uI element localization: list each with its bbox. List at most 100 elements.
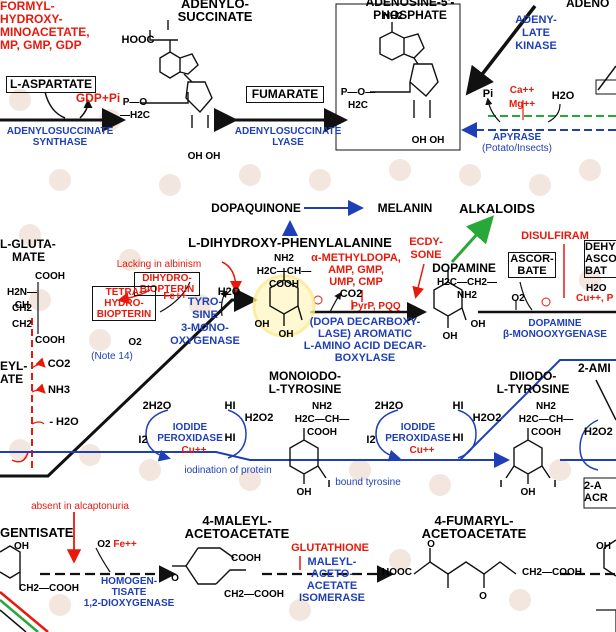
dopamine-chain: H2C—CH2—NH2 <box>436 277 497 301</box>
dehyd-line-2: ASCO <box>585 253 616 265</box>
gdp-pi-label: GDP+Pi <box>75 91 121 105</box>
methyldopa-line-1: α-METHYLDOPA, <box>311 252 401 264</box>
arrow-pi-out <box>485 97 501 123</box>
amp-box <box>335 3 461 151</box>
lyase-line-1: ADENYLOSUCCINATE <box>234 126 342 137</box>
arrow-h2o-in <box>547 103 561 123</box>
tetrahydrobiopterin-box: TETRA- HYDRO- BIOPTERIN <box>92 286 156 321</box>
cycle-peroxidase-1 <box>145 409 171 462</box>
watermark-pattern <box>9 89 601 621</box>
l-glutamate-label: L-GLUTA- MATE <box>0 238 70 264</box>
line-bottom-red <box>0 591 49 632</box>
cycle-peroxidase-2b <box>457 409 477 459</box>
arrow-albinism <box>221 261 242 293</box>
adenylo-oh-label: OH OH <box>186 150 222 163</box>
tyro-line-4: OXYGENASE <box>170 335 240 347</box>
homogen-line-2: TISATE <box>111 587 147 598</box>
glu-cooh-1: COOH <box>35 271 65 282</box>
tyrosine-monooxygenase-label: TYRO- SINE 3-MONO- OXYGENASE <box>170 296 240 348</box>
two-a-box <box>583 477 616 509</box>
homogentisate-dioxygenase-label: HOMOGEN- TISATE 1,2-DIOXYGENASE <box>74 576 184 609</box>
oh-2: OH <box>205 151 221 162</box>
formyl-label: FORMYL- HYDROXY- MINOACETATE, MP, GMP, G… <box>0 0 100 52</box>
amp-p-label: P—O—H2C <box>340 87 376 111</box>
dopamine-oh-1: OH <box>470 319 486 330</box>
fumaryl-o-1: O <box>427 539 435 550</box>
adenylosuccinate-structure <box>140 20 213 128</box>
h2o-top-label: H2O <box>551 90 575 102</box>
i2-2: I2 <box>366 434 376 446</box>
gentisate-title: GENTISATE <box>0 525 74 540</box>
isomerase-label: MALEYL- ACETO- ACETATE ISOMERASE <box>292 556 372 604</box>
inhibit-mark-2 <box>541 297 551 307</box>
fumaryl-line-2: ACETOACETATE <box>421 526 527 541</box>
amp-oh-1: OH <box>411 135 427 146</box>
fumarate-box: FUMARATE <box>246 86 324 103</box>
o2-dopamine: O2 <box>511 293 525 304</box>
diiodo-line-1: DIIODO- <box>509 369 557 383</box>
glu-cooh-2: COOH <box>35 335 65 346</box>
dehyd-line-3: BAT <box>585 265 607 277</box>
dihydro-line-2: BIOPTERIN <box>139 284 195 295</box>
arrow-co2-red <box>31 357 46 369</box>
fumaryl-title: 4-FUMARYL- ACETOACETATE <box>414 514 534 540</box>
ldopa-ring <box>269 268 303 326</box>
cycle-peroxidase-1b <box>227 409 247 459</box>
formyl-line-4: MP, GMP, GDP <box>0 38 82 52</box>
ca-label: Ca++ <box>509 85 535 96</box>
adenylo-p-label: P—O—H2C <box>120 97 151 121</box>
partial-ring-right <box>603 539 616 577</box>
tyro-line-3: 3-MONO- <box>181 322 229 334</box>
fumaryl-o-2: O <box>479 591 487 602</box>
hi-2b: HI <box>452 432 464 444</box>
arrow-o2-fe <box>95 547 111 573</box>
decarboxylase-label: (DOPA DECARBOXY- LASE) AROMATIC L-AMINO … <box>290 316 440 364</box>
eyl-line-2: ATE <box>0 372 24 386</box>
ecdysone-line-1: ECDY- <box>409 236 443 248</box>
diiodo-chain-main: H2C—CH—COOH <box>518 414 574 438</box>
homogen-line-1: HOMOGEN- <box>100 576 158 587</box>
monoiodo-i: I <box>327 479 331 490</box>
homogen-line-3: 1,2-DIOXYGENASE <box>83 598 175 609</box>
amp-title: ADENOSINE-5'-PHOSPHATE <box>365 0 455 22</box>
melanin-label: MELANIN <box>377 201 433 215</box>
two-a-line-2: ACR <box>584 492 608 504</box>
two-h2o-1: 2H2O <box>142 400 172 412</box>
fumaryl-line-1: 4-FUMARYL- <box>434 513 514 528</box>
hooc-label: HOOC <box>121 34 155 46</box>
formyl-line-3: MINOACETATE, <box>0 25 90 39</box>
two-a-label: 2-A ACR <box>584 480 616 504</box>
co2-dopa: CO2 <box>339 288 363 300</box>
adenylosuccinate-line-1: ADENYLO- <box>181 0 249 11</box>
glu-ch2-2: CH2 <box>11 319 32 330</box>
diiodo-i-2: I <box>553 479 557 490</box>
glutathione-label: GLUTATHIONE <box>291 542 369 554</box>
glu-ch2-1: CH2 <box>11 303 32 314</box>
l-gluta-line-1: L-GLUTA- <box>0 237 56 251</box>
arrow-gdp-out <box>79 99 93 119</box>
two-a-line-1: 2-A <box>584 480 602 492</box>
isomerase-line-1: MALEYL- <box>307 556 357 568</box>
decarb-line-1: (DOPA DECARBOXY- <box>309 316 421 328</box>
gentisate-ring <box>0 545 21 590</box>
dbm-line-1: DOPAMINE <box>528 318 582 329</box>
maleyl-cooh: COOH <box>231 553 261 564</box>
iodide-peroxidase-2: IODIDE PEROXIDASE <box>378 422 458 444</box>
ldopa-chain-main: H2C—CH—COOH <box>256 266 312 290</box>
iodide-1-line-2: PEROXIDASE <box>157 433 223 444</box>
arrow-alkaloids <box>450 215 495 264</box>
ecdysone-line-2: SONE <box>410 249 442 261</box>
o2-fe-label: O2 Fe++ <box>92 538 142 551</box>
adenylosuccinate-line-2: SUCCINATE <box>177 9 253 24</box>
lyase-line-2: LYASE <box>272 137 304 148</box>
isomerase-line-3: ACETATE <box>306 580 358 592</box>
hi-1b: HI <box>224 432 236 444</box>
adenylate-line-2: LATE <box>522 27 550 39</box>
mg-label: Mg++ <box>508 99 536 110</box>
maleyl-skeleton <box>172 547 246 585</box>
two-h2o-2: 2H2O <box>374 400 404 412</box>
bound-tyrosine-label: bound tyrosine <box>335 477 401 488</box>
arrow-ascorbate <box>519 281 533 311</box>
